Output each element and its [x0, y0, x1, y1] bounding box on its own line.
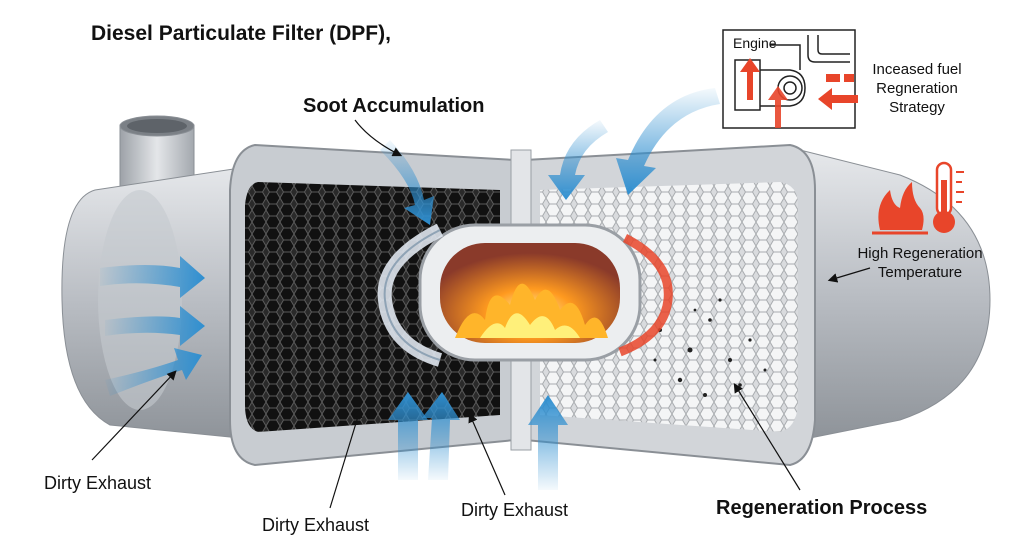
- dirty-exhaust-inlet-label: Dirty Exhaust: [44, 473, 152, 493]
- regeneration-chamber: [418, 223, 642, 362]
- fuel-strategy-line: Inceased fuel: [872, 61, 962, 78]
- engine-label: Engine: [733, 35, 777, 51]
- soot-accumulation-label: Soot Accumulation: [303, 95, 485, 117]
- temperature-line: High Regeneration: [857, 245, 983, 262]
- temperature-line: Temperature: [877, 264, 963, 281]
- fuel-strategy-label: Inceased fuel Regneration Strategy: [862, 60, 972, 117]
- regeneration-process-label: Regeneration Process: [716, 497, 928, 519]
- fuel-strategy-line: Regneration: [876, 80, 958, 97]
- engine-icon: [734, 35, 850, 111]
- diagram-title: Diesel Particulate Filter (DPF),: [91, 22, 391, 45]
- thermometer-icon: [933, 161, 964, 233]
- right-heat-clamp: [618, 233, 673, 357]
- fuel-strategy-line: Strategy: [889, 99, 945, 116]
- flame-icon: [872, 182, 928, 235]
- high-temperature-label: High Regeneration Temperature: [840, 244, 1000, 282]
- dirty-exhaust-bottom-center-label: Dirty Exhaust: [461, 500, 569, 520]
- top-flow-arrows: [380, 88, 720, 225]
- fuel-strategy-arrows: [818, 74, 858, 110]
- bottom-flow-arrows: [388, 392, 568, 490]
- leader-lines: [91, 119, 871, 509]
- inlet-flow-arrows: [100, 256, 205, 396]
- dirty-exhaust-bottom-left-label: Dirty Exhaust: [262, 515, 370, 535]
